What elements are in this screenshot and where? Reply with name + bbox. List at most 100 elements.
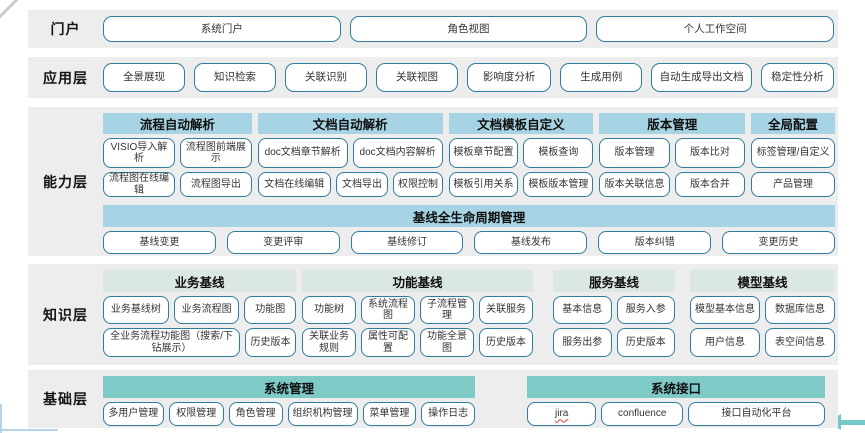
group-button-row: 产品管理	[751, 172, 835, 197]
layer-label: 门户	[50, 21, 81, 37]
module-button: 版本管理	[599, 138, 670, 168]
module-button: 基线变更	[103, 231, 216, 254]
layer-label: 知识层	[43, 306, 88, 323]
group-header: 文档自动解析	[257, 113, 443, 134]
module-button: doc文档内容解析	[352, 138, 443, 168]
group-button-row: 模板引用关系模板版本管理	[448, 172, 594, 197]
module-button: 业务流程图	[173, 296, 240, 324]
group-button-row: 全业务流程功能图（搜索/下钻展示）历史版本	[103, 328, 296, 357]
module-button: 个人工作空间	[596, 16, 835, 42]
module-button: 标签管理/自定义	[751, 138, 835, 168]
module-button: jira	[527, 402, 597, 426]
module-button: 版本比对	[674, 138, 746, 168]
module-button: 全景展现	[103, 63, 186, 92]
module-button: 产品管理	[751, 172, 835, 197]
module-button: 关联视图	[376, 63, 459, 92]
module-group: 系统管理多用户管理权限管理角色管理组织机构管理菜单管理操作日志	[103, 376, 475, 426]
module-button: VISIO导入解析	[103, 138, 175, 168]
group-button-row: 关联业务规则属性可配置功能全景图历史版本	[302, 328, 533, 357]
module-button: 流程图前端展示	[179, 138, 252, 168]
module-button: 权限控制	[393, 172, 443, 197]
layer-content: 全景展现知识检索关联识别关联视图影响度分析生成用例自动生成导出文档稳定性分析	[103, 57, 838, 98]
module-button: 基本信息	[553, 296, 612, 324]
module-button: 多用户管理	[103, 402, 164, 426]
module-button: 稳定性分析	[760, 63, 834, 92]
module-group: 业务基线业务基线树业务流程图功能图全业务流程功能图（搜索/下钻展示）历史版本	[103, 270, 296, 357]
module-group: 全局配置标签管理/自定义产品管理	[751, 113, 835, 197]
module-button: 接口自动化平台	[688, 402, 825, 426]
module-button: 操作日志	[421, 402, 475, 426]
layer-band-portal: 门户 系统门户角色视图个人工作空间	[28, 10, 838, 48]
module-button: 模板查询	[523, 138, 594, 168]
module-button: 影响度分析	[467, 63, 552, 92]
left-edge-line-decoration	[0, 404, 2, 433]
module-button: 菜单管理	[362, 402, 417, 426]
module-button: 模板章节配置	[448, 138, 519, 168]
bottom-edge-line-decoration	[0, 429, 58, 431]
module-button: 属性可配置	[361, 328, 415, 357]
module-button: 功能图	[244, 296, 296, 324]
group-button-row: 文档在线编辑文档导出权限控制	[257, 172, 443, 197]
group-header: 功能基线	[302, 270, 533, 292]
module-button: 组织机构管理	[287, 402, 358, 426]
module-button: 文档在线编辑	[257, 172, 331, 197]
group-button-row: 模型基本信息数据库信息	[690, 296, 835, 324]
group-header: 系统接口	[527, 376, 825, 398]
baseline-button-row: 基线变更变更评审基线修订基线发布版本纠错变更历史	[103, 231, 835, 254]
group-header: 业务基线	[103, 270, 296, 292]
module-button: 关联业务规则	[302, 328, 356, 357]
module-button: 用户信息	[690, 328, 760, 357]
group-button-row: 多用户管理权限管理角色管理组织机构管理菜单管理操作日志	[103, 402, 475, 426]
group-header: 模型基线	[690, 270, 835, 292]
group-button-row: 基本信息服务入参	[553, 296, 675, 324]
module-group: 模型基线模型基本信息数据库信息用户信息表空间信息	[690, 270, 835, 357]
module-button: 版本合并	[674, 172, 746, 197]
group-button-row: VISIO导入解析流程图前端展示	[103, 138, 252, 168]
group-button-row: 版本关联信息版本合并	[599, 172, 746, 197]
module-button: 子流程管理	[420, 296, 474, 324]
module-button: 基线发布	[474, 231, 588, 254]
module-button: 系统流程图	[361, 296, 415, 324]
module-group: 版本管理版本管理版本比对版本关联信息版本合并	[599, 113, 746, 197]
module-button: 关联服务	[479, 296, 533, 324]
group-header: 全局配置	[751, 113, 835, 134]
group-header: 文档模板自定义	[448, 113, 594, 134]
group-button-row: 标签管理/自定义	[751, 138, 835, 168]
module-button: 知识检索	[194, 63, 277, 92]
layer-label: 基础层	[43, 391, 88, 407]
group-button-row: 版本管理版本比对	[599, 138, 746, 168]
module-button: 角色视图	[349, 16, 588, 42]
layer-band-foundation: 基础层 系统管理多用户管理权限管理角色管理组织机构管理菜单管理操作日志 系统接口 j…	[28, 370, 838, 428]
module-button: 系统门户	[103, 16, 341, 42]
baseline-section-header: 基线全生命周期管理	[103, 205, 835, 227]
group-button-row: 功能树系统流程图子流程管理关联服务	[302, 296, 533, 324]
module-button: 业务基线树	[103, 296, 169, 324]
module-button: confluence	[601, 402, 684, 426]
module-button: 历史版本	[245, 328, 296, 357]
module-button: 服务出参	[553, 328, 612, 357]
group-button-row: 流程图在线编辑流程图导出	[103, 172, 252, 197]
left-arrow-tail	[840, 420, 865, 425]
module-button: 功能树	[302, 296, 356, 324]
module-button: 生成用例	[560, 63, 643, 92]
module-button: 基线修订	[350, 231, 464, 254]
module-group: 服务基线基本信息服务入参服务出参历史版本	[553, 270, 675, 357]
module-button: 版本纠错	[598, 231, 712, 254]
module-button: 模型基本信息	[690, 296, 760, 324]
group-button-row: 服务出参历史版本	[553, 328, 675, 357]
module-group: 文档模板自定义模板章节配置模板查询模板引用关系模板版本管理	[448, 113, 594, 197]
module-button: 历史版本	[479, 328, 533, 357]
layer-label: 能力层	[43, 173, 88, 190]
corner-line-decoration	[0, 0, 23, 23]
module-button: 流程图在线编辑	[103, 172, 175, 197]
group-header: 版本管理	[599, 113, 746, 134]
